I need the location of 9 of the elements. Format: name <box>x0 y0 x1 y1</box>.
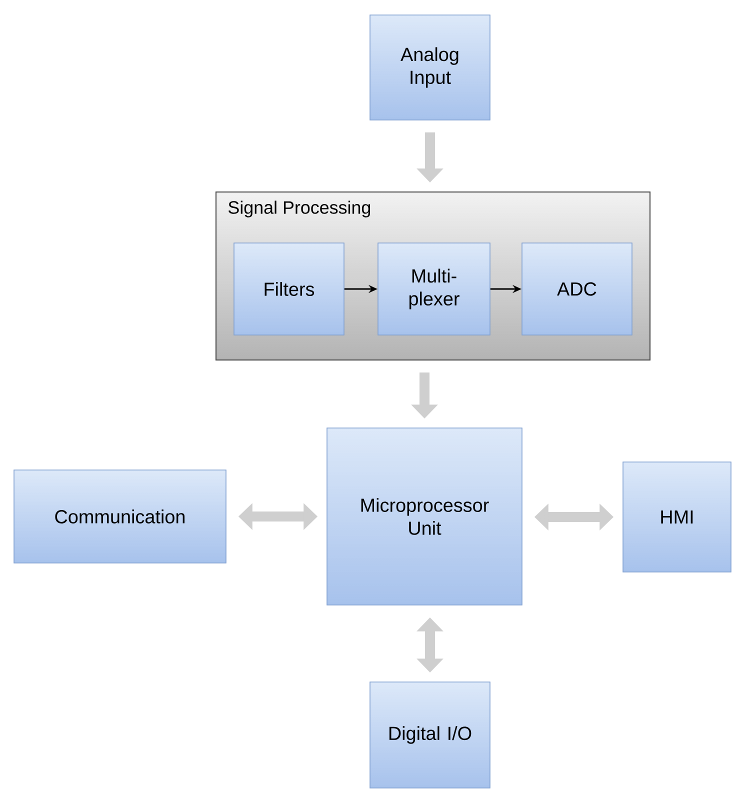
process-box: HMI <box>622 462 732 572</box>
process-box: Filters <box>234 242 344 336</box>
group-title: Signal Processing <box>228 200 370 218</box>
process-box: ADC <box>522 242 632 336</box>
process-box: Analog Input <box>370 14 490 120</box>
process-box: Multi- plexer <box>378 242 490 336</box>
process-box: Communication <box>14 470 226 564</box>
process-box: Microprocessor Unit <box>326 428 522 606</box>
process-box: Digital I/O <box>370 682 490 788</box>
